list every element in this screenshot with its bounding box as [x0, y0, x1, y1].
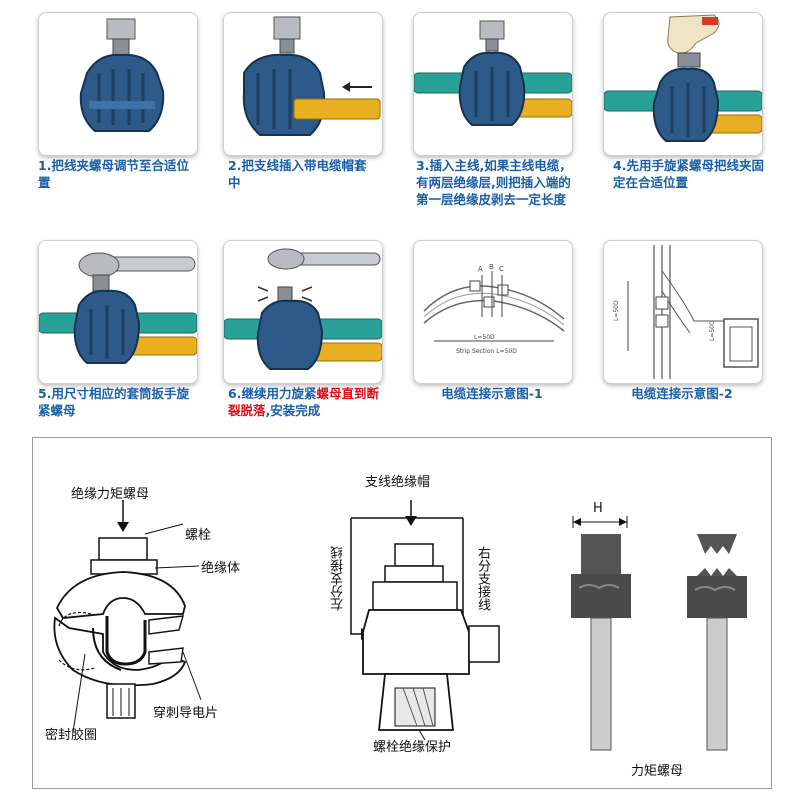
schematic-1-caption: 电缆连接示意图-1 [441, 386, 543, 401]
step-1-caption: 1.把线夹螺母调节至合适位置 [38, 158, 189, 190]
label-bolt: 螺栓 [185, 528, 212, 543]
torque-nut-detail [571, 516, 747, 751]
svg-text:C: C [499, 265, 504, 273]
schematic-2-image: L=50D L=50D [603, 240, 763, 384]
step-4-image [603, 12, 763, 156]
svg-text:L=50D: L=50D [474, 334, 495, 341]
structure-diagram [53, 500, 747, 751]
svg-text:Strip Section L=50D: Strip Section L=50D [456, 348, 517, 355]
step-5-caption: 5.用尺寸相应的套筒扳手旋紧螺母 [38, 386, 189, 418]
label-piercing-blade: 穿刺导电片 [153, 706, 219, 721]
structure-diagram-panel: 绝缘力矩螺母 螺栓 绝缘体 穿刺导电片 密封胶圈 支线绝缘帽 左分支接线 右分支… [32, 437, 772, 789]
label-seal-ring: 密封胶圈 [45, 728, 98, 743]
svg-text:L=50D: L=50D [709, 320, 716, 341]
label-h: H [593, 501, 603, 516]
step-6-image [223, 240, 383, 384]
clamp-front-view [350, 500, 500, 741]
step-5-image [38, 240, 198, 384]
schematic-1-image: A B C L=50D Strip Section L=50D [413, 240, 573, 384]
label-bolt-insulation-protection: 螺栓绝缘保护 [373, 740, 452, 755]
label-left-branch: 左分支接线 [331, 546, 346, 611]
broken-nut-icon [277, 286, 293, 302]
svg-text:L=50D: L=50D [613, 300, 620, 321]
nut-icon [106, 18, 136, 40]
clamp-cross-section [53, 500, 202, 733]
step-1-image [38, 12, 198, 156]
label-branch-insulation-cap: 支线绝缘帽 [365, 475, 431, 490]
step-6-caption: 6.继续用力旋紧螺母直到断裂脱落,安装完成 [228, 386, 379, 418]
label-insulator: 绝缘体 [201, 561, 241, 576]
step-4-caption: 4.先用手旋紧螺母把线夹固定在合适位置 [613, 158, 764, 190]
label-right-branch: 右分支接线 [475, 546, 490, 611]
schematic-2-caption: 电缆连接示意图-2 [631, 386, 733, 401]
label-torque-nut: 力矩螺母 [631, 764, 684, 779]
svg-text:B: B [489, 263, 494, 271]
step-3-caption: 3.插入主线,如果主线电缆，有两层绝缘层,则把插入端的第一层绝缘皮剥去一定长度 [416, 158, 572, 207]
step-3-image [413, 12, 573, 156]
svg-text:A: A [478, 265, 483, 273]
step-2-image [223, 12, 383, 156]
step-2-caption: 2.把支线插入带电缆帽套中 [228, 158, 367, 190]
label-insulated-torque-nut: 绝缘力矩螺母 [71, 487, 150, 502]
